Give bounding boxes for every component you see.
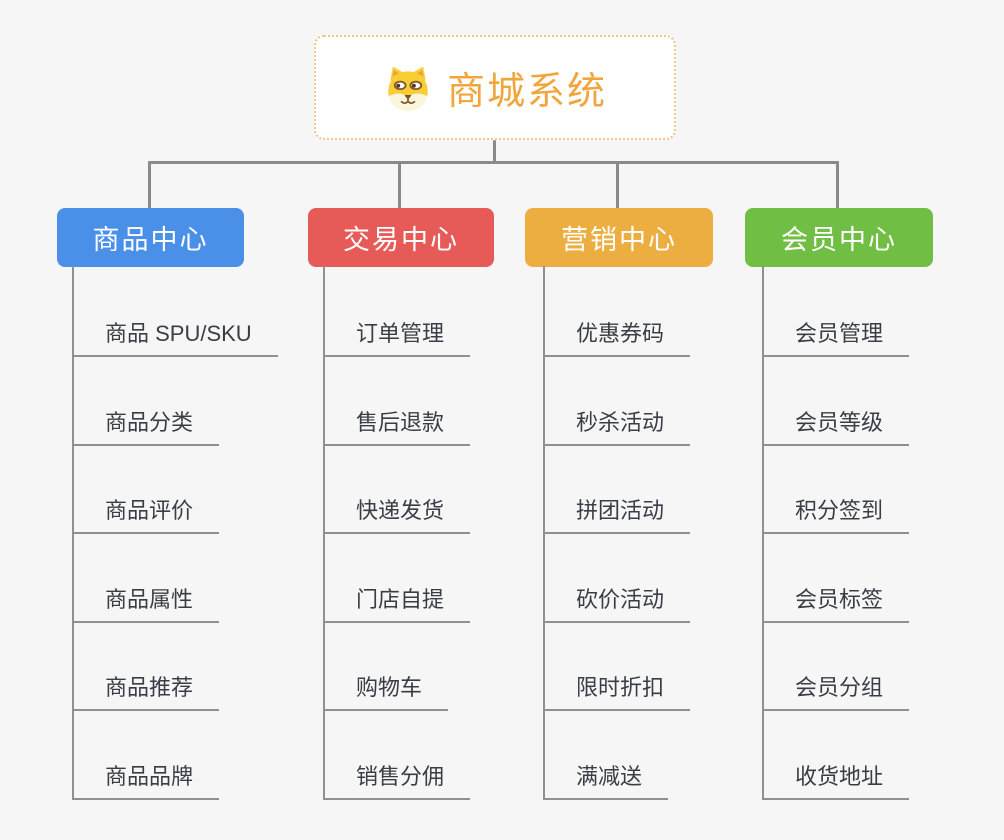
leaf-node[interactable]: 秒杀活动	[543, 409, 691, 446]
branch-node-marketing-center[interactable]: 营销中心	[525, 208, 713, 267]
connector-root-stem	[493, 140, 496, 163]
leaf-node[interactable]: 商品 SPU/SKU	[72, 320, 278, 357]
branch-label: 会员中心	[781, 225, 897, 255]
root-node[interactable]: 商城系统	[314, 35, 676, 140]
connector-drop-trade	[398, 161, 401, 209]
leaf-node[interactable]: 商品品牌	[72, 763, 220, 800]
leaf-node[interactable]: 优惠券码	[543, 320, 691, 357]
leaf-node[interactable]: 拼团活动	[543, 497, 691, 534]
leaf-node[interactable]: 会员等级	[762, 409, 910, 446]
connector-drop-marketing	[616, 161, 619, 209]
leaf-node[interactable]: 砍价活动	[543, 586, 691, 623]
leaf-node[interactable]: 售后退款	[323, 409, 471, 446]
connector-drop-members	[836, 161, 839, 209]
leaf-node[interactable]: 购物车	[323, 674, 449, 711]
leaf-node[interactable]: 会员标签	[762, 586, 910, 623]
branch-node-member-center[interactable]: 会员中心	[745, 208, 933, 267]
leaf-node[interactable]: 商品推荐	[72, 674, 220, 711]
leaf-node[interactable]: 满减送	[543, 763, 669, 800]
leaf-node[interactable]: 收货地址	[762, 763, 910, 800]
branch-node-product-center[interactable]: 商品中心	[57, 208, 244, 267]
leaf-node[interactable]: 会员分组	[762, 674, 910, 711]
root-title: 商城系统	[446, 71, 607, 113]
leaf-node[interactable]: 商品分类	[72, 409, 220, 446]
branch-children-member-center: 会员管理 会员等级 积分签到 会员标签 会员分组 收货地址	[762, 266, 1004, 800]
connector-drop-products	[148, 161, 151, 209]
leaf-node[interactable]: 积分签到	[762, 497, 910, 534]
leaf-node[interactable]: 限时折扣	[543, 674, 691, 711]
connector-horizontal-rail	[148, 161, 839, 164]
leaf-node[interactable]: 商品属性	[72, 586, 220, 623]
branch-label: 商品中心	[92, 225, 209, 255]
shiba-dog-icon	[388, 66, 428, 111]
branch-node-trade-center[interactable]: 交易中心	[308, 208, 494, 267]
leaf-node[interactable]: 销售分佣	[323, 763, 471, 800]
branch-label: 交易中心	[343, 225, 459, 255]
leaf-node[interactable]: 门店自提	[323, 586, 471, 623]
leaf-node[interactable]: 快递发货	[323, 497, 471, 534]
branch-label: 营销中心	[561, 225, 677, 255]
branch-children-trade-center: 订单管理 售后退款 快递发货 门店自提 购物车 销售分佣	[323, 266, 568, 800]
leaf-node[interactable]: 会员管理	[762, 320, 910, 357]
leaf-node[interactable]: 订单管理	[323, 320, 471, 357]
leaf-node[interactable]: 商品评价	[72, 497, 220, 534]
branch-children-marketing-center: 优惠券码 秒杀活动 拼团活动 砍价活动 限时折扣 满减送	[543, 266, 788, 800]
branch-children-product-center: 商品 SPU/SKU 商品分类 商品评价 商品属性 商品推荐 商品品牌	[72, 266, 317, 800]
